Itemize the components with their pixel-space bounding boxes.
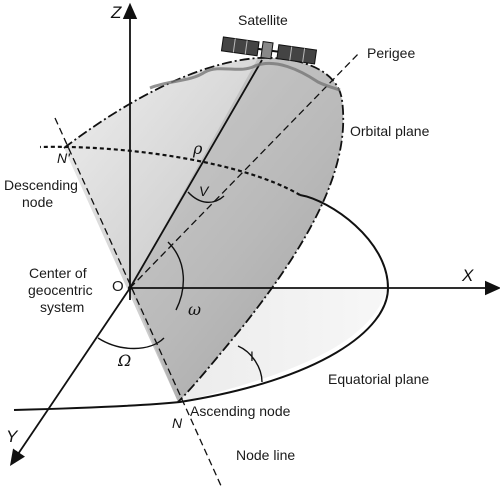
center-label-line2: geocentric [28,282,93,298]
perigee-label: Perigee [367,45,415,61]
n-prime-label: N' [57,150,71,166]
angle-arc-nu [187,191,225,203]
ascending-node-label: Ascending node [190,403,291,419]
orbital-plane-shade [130,57,344,402]
angle-arc-raan [97,337,165,350]
equatorial-plane-label: Equatorial plane [328,371,429,387]
inclination-label: I [250,348,254,364]
orbital-plane-label: Orbital plane [350,123,430,139]
rho-label: ρ [192,139,203,158]
center-label-line1: Center of [29,265,87,281]
y-axis [9,287,131,466]
y-axis-label: Y [6,427,19,446]
node-line-label: Node line [236,447,295,463]
descending-node-label-line2: node [22,194,53,210]
omega-label: ω [188,300,201,319]
equatorial-ellipse-back [39,145,301,196]
origin-label: O [112,278,124,295]
satellite-label: Satellite [238,12,288,28]
radius-vector [129,59,263,289]
origin-point [128,286,132,290]
equatorial-ellipse [13,194,390,411]
node-line [54,117,223,489]
x-axis-label: X [461,266,474,285]
orbit-ellipse [63,56,345,403]
z-axis-label: Z [110,3,122,22]
descending-node-label-line1: Descending [4,177,78,193]
angle-arc-omega [167,241,185,311]
orbital-plane-fill [64,57,344,402]
n-label: N [172,415,183,431]
angle-arc-inclination [237,345,263,383]
satellite-icon [149,36,341,92]
center-label-line3: system [40,299,84,315]
raan-label: Ω [117,351,131,370]
nu-label: V [199,183,210,199]
